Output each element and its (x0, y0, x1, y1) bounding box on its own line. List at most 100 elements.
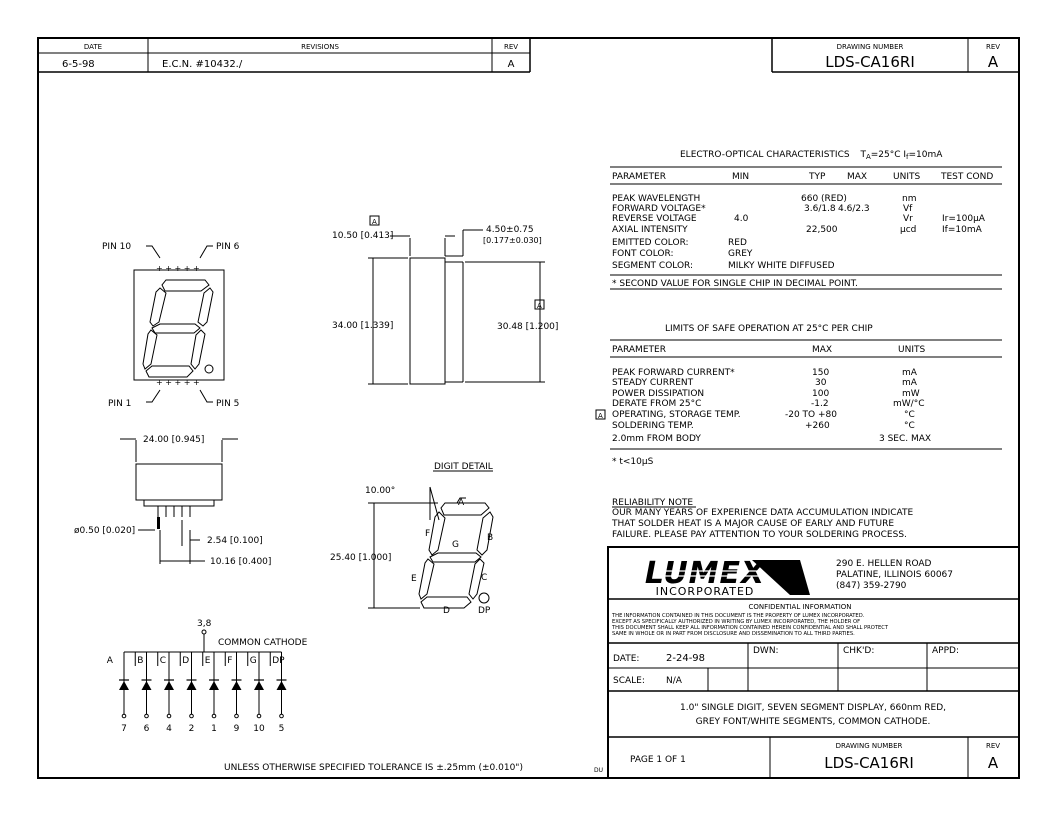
company-address2: PALATINE, ILLINOIS 60067 (836, 570, 953, 580)
limits-row-max: +260 (805, 421, 830, 431)
eo-row-min: MILKY WHITE DIFFUSED (728, 261, 835, 271)
appd-label: APPD: (932, 646, 959, 656)
limits-row-param: PEAK FORWARD CURRENT* (612, 368, 735, 378)
eo-row-param: FORWARD VOLTAGE* (612, 204, 706, 214)
side-body-dim: 30.48 [1.200] (497, 322, 558, 332)
pin-number: 7 (121, 724, 127, 734)
body-marker: A (537, 302, 542, 310)
limits-rows: PEAK FORWARD CURRENT* 150 mA STEADY CURR… (612, 368, 931, 444)
eo-header-min: MIN (732, 172, 749, 182)
diode-symbol (254, 681, 264, 690)
eo-row-min: RED (728, 238, 747, 248)
pin-terminal (166, 713, 172, 719)
limits-title: LIMITS OF SAFE OPERATION AT 25°C PER CHI… (665, 324, 873, 334)
side-view: A 10.50 [0.413] 4.50±0.75 [0.177±0.030] … (332, 215, 558, 385)
revision-block: DATE REVISIONS REV 6-5-98 E.C.N. #10432.… (38, 38, 531, 73)
diode-symbol (276, 681, 287, 690)
drawing-number-label-bottom: DRAWING NUMBER (836, 742, 903, 750)
rev-bottom: A (988, 754, 999, 772)
confidential-title: CONFIDENTIAL INFORMATION (748, 603, 851, 611)
drawing-date: 2-24-98 (666, 653, 705, 664)
side-width-dim: 10.50 [0.413] (332, 231, 393, 241)
limits-header-units: UNITS (898, 345, 925, 355)
rev-header: REV (504, 43, 518, 51)
limits-row-max: -20 TO +80 (785, 410, 837, 420)
pin10-label: PIN 10 (102, 242, 131, 252)
revisions-header: REVISIONS (301, 43, 339, 51)
lumex-logo: LUMEX INCORPORATED (645, 556, 810, 598)
pins-bottom-marks: + + + + + (156, 378, 200, 387)
pin-terminal (144, 713, 149, 719)
eo-header-parameter: PARAMETER (612, 172, 666, 182)
reliability-note: RELIABILITY NOTE OUR MANY YEARS OF EXPER… (611, 498, 913, 540)
segment-label: F (227, 656, 232, 666)
limits-marker: A (598, 412, 603, 420)
seg-d-label: D (443, 606, 450, 616)
pin-diameter-dim: ø0.50 [0.020] (74, 526, 135, 536)
eo-row-min: 4.0 (734, 214, 749, 224)
eo-header-typ: TYP (808, 172, 826, 182)
pin-number: 4 (166, 724, 172, 734)
diode-symbol (209, 681, 219, 690)
limits-row-param: DERATE FROM 25°C (612, 399, 701, 409)
rev-label-top: REV (986, 43, 1000, 51)
diode-symbol (119, 681, 129, 690)
logo-text: LUMEX (645, 556, 766, 591)
pin-terminal (211, 713, 217, 719)
eo-row-cond: Ir=100µA (942, 214, 986, 224)
eo-row-param: SEGMENT COLOR: (612, 261, 693, 271)
pin5-label: PIN 5 (216, 399, 239, 409)
pin-terminal (234, 713, 239, 719)
body-marker-box (534, 299, 545, 310)
limits-row-max: 30 (815, 378, 827, 388)
limits-row-units: °C (904, 421, 915, 431)
electro-optical-table: ELECTRO-OPTICAL CHARACTERISTICS TA=25°C … (610, 150, 1002, 290)
limits-row-max: 150 (812, 368, 829, 378)
drawing-number-block-top: DRAWING NUMBER LDS-CA16RI REV A (771, 38, 1019, 73)
pin6-label: PIN 6 (216, 242, 240, 252)
eo-header-units: UNITS (893, 172, 920, 182)
eo-header-test-cond: TEST COND (940, 172, 993, 182)
eo-row-units: Vf (903, 204, 913, 214)
segment-label: A (107, 656, 114, 666)
drawing-number-top: LDS-CA16RI (825, 53, 915, 71)
reliability-title: RELIABILITY NOTE (612, 498, 693, 508)
scale-label: SCALE: (613, 676, 645, 686)
diode-symbol (186, 681, 197, 690)
page-info: PAGE 1 OF 1 (630, 755, 686, 765)
digit-detail: DIGIT DETAIL 10.00° 25.40 [1.000] A B C … (330, 462, 494, 616)
revision-letter: A (508, 59, 515, 70)
limits-row-param: STEADY CURRENT (612, 378, 694, 388)
eo-row-param: AXIAL INTENSITY (612, 225, 688, 235)
date-header: DATE (84, 43, 102, 51)
limits-row-max: 100 (812, 389, 829, 399)
eo-title: ELECTRO-OPTICAL CHARACTERISTICS TA=25°C … (680, 150, 943, 161)
digit-detail-title: DIGIT DETAIL (434, 462, 493, 472)
seg-dp-label: DP (478, 606, 491, 616)
bottom-view: 24.00 [0.945] ø0.50 [0.020] 2.54 [0.100]… (74, 435, 271, 567)
side-pin-dim: 4.50±0.75 (486, 225, 534, 235)
common-terminal (201, 629, 207, 635)
segment-label: E (205, 656, 211, 666)
limits-row-units: °C (904, 410, 915, 420)
confidential-line: SAME IN WHOLE OR IN PART FROM DISCLOSURE… (612, 631, 855, 637)
limits-row-param: OPERATING, STORAGE TEMP. (612, 410, 741, 420)
eo-row-param: REVERSE VOLTAGE (612, 214, 697, 224)
confidential-line: THE INFORMATION CONTAINED IN THIS DOCUME… (611, 613, 865, 619)
segment-label: C (160, 656, 166, 666)
bottom-width-dim: 24.00 [0.945] (143, 435, 204, 445)
seg-e-label: E (411, 574, 417, 584)
seg-f-label: F (425, 529, 430, 539)
limits-row-max: -1.2 (811, 399, 829, 409)
confidential-line: EXCEPT AS SPECIFICALLY AUTHORIZED IN WRI… (612, 619, 860, 625)
eo-row-units: nm (902, 194, 916, 204)
segment-label: G (250, 656, 257, 666)
revision-date: 6-5-98 (62, 59, 95, 70)
pin-number: 9 (234, 724, 240, 734)
reliability-line: OUR MANY YEARS OF EXPERIENCE DATA ACCUMU… (612, 508, 913, 518)
eo-row-max: 4.6/2.3 (838, 204, 870, 214)
eo-row-typ: 660 (RED) (801, 194, 847, 204)
pins-top-marks: + + + + + (156, 264, 200, 273)
eo-note: * SECOND VALUE FOR SINGLE CHIP IN DECIMA… (612, 279, 858, 289)
